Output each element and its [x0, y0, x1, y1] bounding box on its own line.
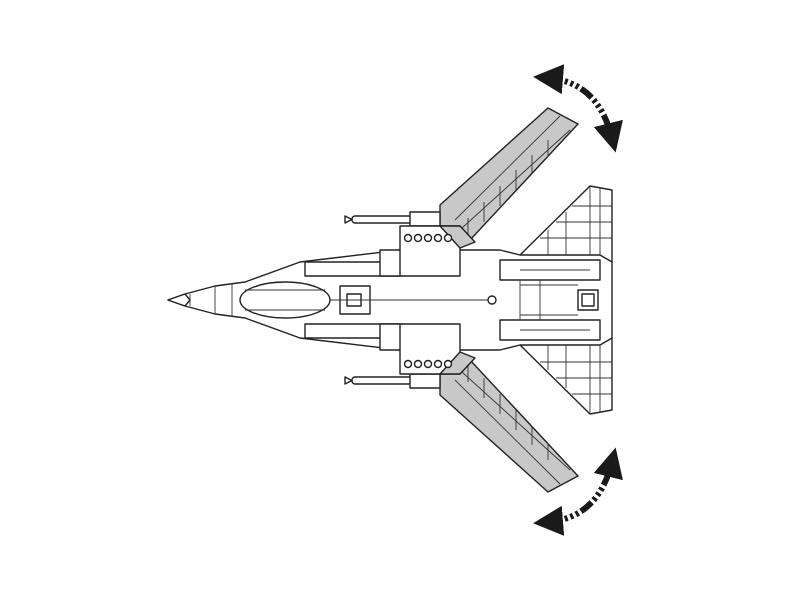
- lower-missile: [344, 373, 441, 389]
- upper-studs: [403, 233, 453, 243]
- lower-tail-stabilizer: [519, 337, 613, 415]
- lower-tail-grid: [540, 338, 612, 414]
- upper-tail-stabilizer: [519, 185, 613, 263]
- lower-studs: [403, 359, 453, 369]
- upper-missile: [344, 211, 441, 227]
- upper-tail-grid: [540, 186, 612, 262]
- fuselage: [167, 225, 613, 375]
- cockpit-canopy: [239, 281, 331, 319]
- upper-swing-arrow: [533, 64, 623, 153]
- lower-swing-arrow: [533, 447, 623, 536]
